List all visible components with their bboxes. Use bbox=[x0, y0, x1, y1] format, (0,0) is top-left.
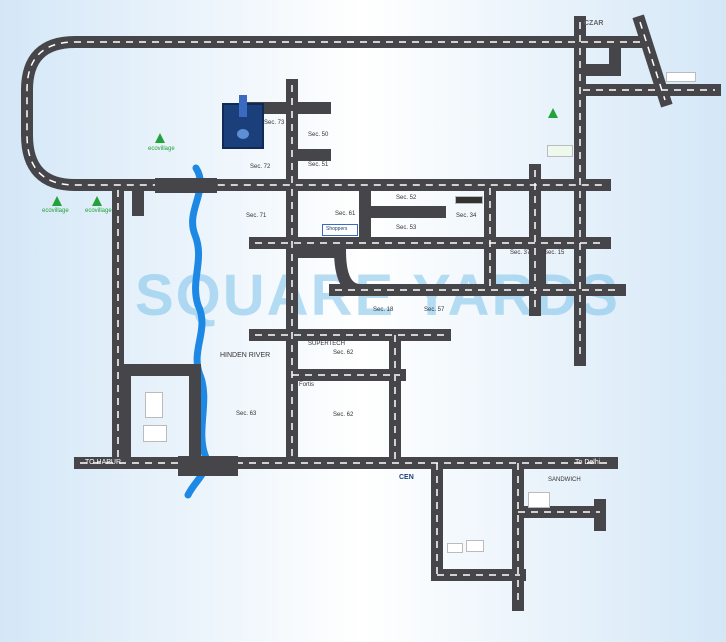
cen-logo: CEN bbox=[399, 474, 414, 481]
landmark-logo bbox=[145, 392, 163, 418]
sector-label: Sec. 71 bbox=[246, 213, 267, 219]
landmark-logo bbox=[466, 540, 484, 552]
sector-label: Sec. 57 bbox=[424, 307, 445, 313]
tower-building bbox=[239, 95, 247, 117]
landmark-logo bbox=[447, 543, 463, 553]
tree-icon bbox=[92, 196, 102, 206]
sector-label: Sec. 15 bbox=[544, 250, 565, 256]
lane-markings bbox=[26, 21, 715, 605]
ecovillage-logo: ecovillage bbox=[85, 208, 112, 214]
to-delhi-label: To Delhi bbox=[575, 459, 601, 466]
tower-icon bbox=[222, 95, 264, 149]
sector-label: Sec. 62 bbox=[333, 412, 354, 418]
sector-label: Sec. 52 bbox=[396, 195, 417, 201]
river-line bbox=[184, 164, 211, 499]
landmark-logo bbox=[143, 425, 167, 442]
tower-logo bbox=[237, 129, 249, 139]
landmark-logo bbox=[455, 196, 483, 204]
sector-label: Sec. 72 bbox=[250, 164, 271, 170]
landmark-logo bbox=[528, 492, 550, 508]
sector-label: Sec. 73 bbox=[264, 120, 285, 126]
sector-label: Sec. 50 bbox=[308, 132, 329, 138]
tree-icon bbox=[52, 196, 62, 206]
to-hapur-label: TO HAPUR bbox=[85, 459, 122, 466]
tree-icon bbox=[548, 108, 558, 118]
landmark-logo bbox=[666, 72, 696, 82]
road-network bbox=[21, 14, 721, 611]
bridge-north bbox=[155, 178, 217, 193]
fortis-label: Fortis bbox=[299, 382, 314, 388]
sector-label: Sec. 18 bbox=[373, 307, 394, 313]
ecovillage-logo: ecovillage bbox=[42, 208, 69, 214]
sector-label: Sec. 61 bbox=[335, 211, 356, 217]
tree-icon bbox=[155, 133, 165, 143]
hinden-river-label: HINDEN RIVER bbox=[220, 352, 271, 359]
sector-label: Sec. 53 bbox=[396, 225, 417, 231]
bridge-south bbox=[178, 456, 238, 476]
shoppers-text: Shoppers bbox=[326, 226, 348, 232]
ecovillage-logo: ecovillage bbox=[148, 146, 175, 152]
czar-label: CZAR bbox=[584, 20, 604, 27]
landmark-logo bbox=[547, 145, 573, 157]
shoppers-logo: Shoppers bbox=[322, 224, 358, 236]
supertech-label: SUPERTECH bbox=[308, 341, 345, 347]
sector-label: Sec. 37 bbox=[510, 250, 531, 256]
sector-label: Sec. 62 bbox=[333, 350, 354, 356]
sector-label: Sec. 34 bbox=[456, 213, 477, 219]
sandwich-label: SANDWICH bbox=[548, 477, 581, 483]
sector-label: Sec. 63 bbox=[236, 411, 257, 417]
sector-label: Sec. 51 bbox=[308, 162, 329, 168]
